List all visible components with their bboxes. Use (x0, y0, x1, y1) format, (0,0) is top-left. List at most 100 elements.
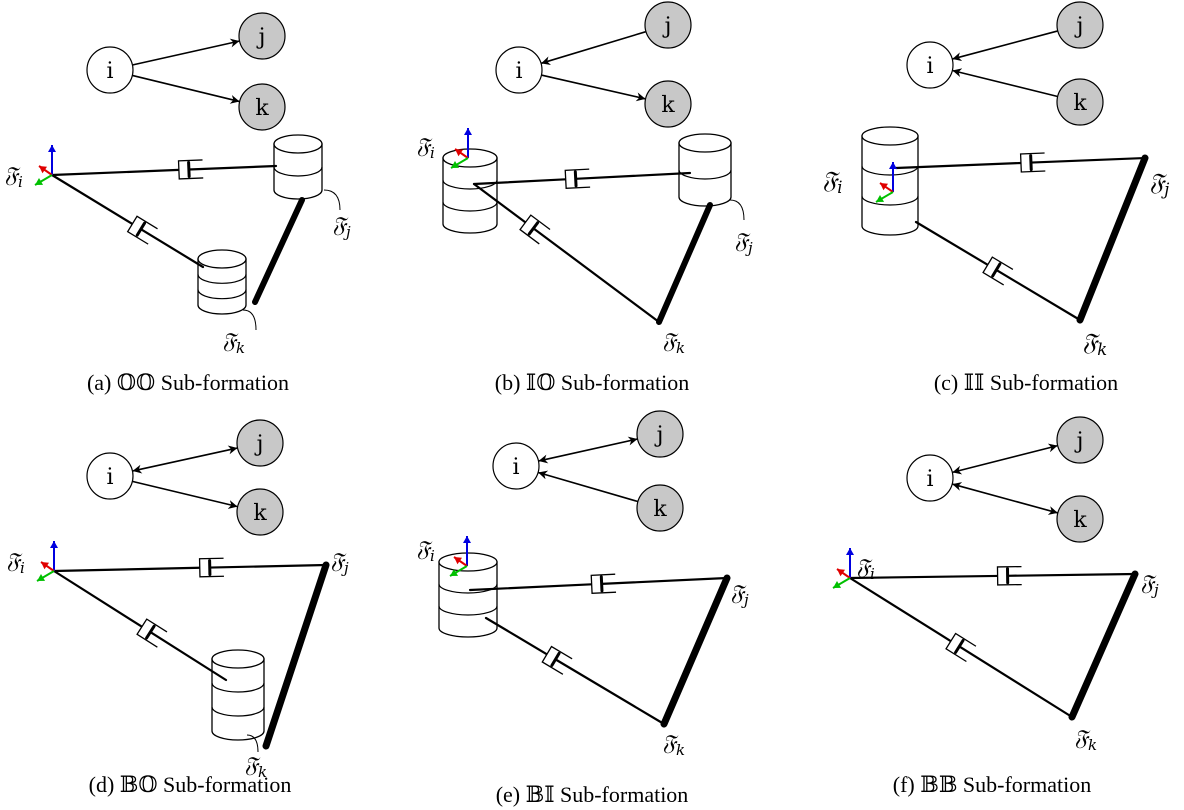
cylinder-k (211, 649, 265, 741)
damper-i-j-rod-b (1006, 572, 1137, 577)
damper-i-j-rod-a (50, 168, 180, 177)
edge-i-j (132, 445, 238, 474)
damper-i-j-rod-b (208, 563, 328, 569)
axis-y-arrow-head (37, 574, 46, 581)
node-k-label: k (1073, 508, 1087, 533)
node-k (1056, 495, 1104, 543)
axis-x-arrow-head (880, 183, 889, 191)
axis-z-arrow-head (464, 128, 472, 135)
damper-i-j-rod-a (52, 566, 201, 573)
damper-i-k-rod-b (554, 658, 666, 726)
axis-y-arrow-head (833, 581, 842, 588)
damper-i-j-rod-b (187, 164, 278, 171)
damper-i-k (52, 569, 228, 682)
rigid-link-j-k (1068, 570, 1139, 721)
cylinder-i-top (442, 148, 498, 168)
frame-i-axes (450, 128, 472, 169)
frame-i-axes (875, 162, 897, 203)
frame-j-label: 𝔉j (730, 581, 749, 609)
axis-z-arrow-head (463, 536, 471, 543)
node-j (636, 410, 684, 458)
damper-i-k-rod-b (139, 228, 205, 269)
node-j-label: j (254, 432, 264, 457)
cylinder-i-top (861, 126, 919, 146)
frame-k-label: 𝔉k (244, 753, 267, 781)
frame-i-label: 𝔉i (416, 537, 435, 565)
damper-i-k (848, 576, 1074, 719)
damper-i-k-rod-b (532, 227, 661, 324)
edge-i-j (538, 436, 638, 464)
rigid-link-j-k (660, 574, 731, 728)
node-k (636, 484, 684, 532)
damper-i-k-rod-a (472, 182, 527, 224)
node-j-label: j (654, 423, 664, 448)
cylinder-k-band (197, 274, 247, 284)
node-j-label: j (1074, 429, 1084, 454)
node-k (644, 80, 692, 128)
rigid-link-j-k (262, 561, 330, 750)
damper-i-k (484, 616, 666, 726)
node-i (86, 46, 134, 94)
edge-i-k (952, 482, 1058, 515)
node-i (86, 452, 134, 500)
node-i-label: i (106, 59, 113, 84)
node-j (1056, 1, 1104, 49)
damper-i-j-rod-a (894, 161, 1023, 170)
node-k (238, 83, 286, 131)
frame-i-label: 𝔉i (4, 163, 23, 191)
cylinder-j-top (678, 133, 732, 153)
edge-i-j (541, 31, 646, 66)
damper-i-k (472, 182, 661, 324)
node-i-label: i (512, 455, 519, 480)
cylinder-j (678, 133, 732, 207)
cylinder-k-band (211, 682, 265, 693)
edge-i-j (952, 443, 1058, 475)
cylinder-k-top (197, 249, 247, 269)
leader-k (242, 309, 257, 331)
node-k-label: k (661, 93, 675, 118)
edge-i-j (132, 38, 240, 66)
node-i-label: i (515, 59, 522, 84)
node-j-label: j (256, 25, 266, 50)
damper-i-k-rod-b (995, 268, 1082, 322)
axis-z-arrow-head (50, 541, 58, 548)
axis-y-arrow-head (35, 178, 44, 185)
damper-i-k-rod-a (52, 569, 144, 628)
node-k-label: k (653, 497, 667, 522)
node-i (492, 442, 540, 490)
axis-y-arrow-head (450, 569, 459, 576)
edge-i-j (952, 30, 1058, 62)
frame-i-axes (832, 548, 854, 589)
node-i-label: i (926, 54, 933, 79)
panel-caption: (b) 𝕀𝕆 Sub-formation (495, 370, 689, 395)
node-j (644, 1, 692, 49)
node-i (495, 46, 543, 94)
axis-x-arrow-head (41, 562, 50, 570)
cylinder-i-band (438, 583, 498, 594)
frame-j-label: 𝔉j (1140, 571, 1159, 599)
rigid-link-j-k (252, 197, 305, 305)
node-k-label: k (255, 96, 269, 121)
damper-i-j-rod-a (848, 574, 999, 580)
frame-i-axes (36, 541, 58, 582)
frame-k-label: 𝔉k (222, 329, 245, 357)
cylinder-i-band (438, 605, 498, 616)
damper-i-j-rod-b (574, 171, 692, 180)
cylinder-i-band (861, 165, 919, 176)
damper-i-k-rod-a (484, 616, 548, 656)
leader-k (246, 734, 259, 753)
damper-i-k-rod-a (848, 576, 952, 643)
cylinder-i-body (442, 157, 498, 234)
frame-j-label: 𝔉j (332, 213, 351, 241)
damper-i-j-rod-b (1029, 156, 1147, 164)
damper-i-k (914, 220, 1082, 322)
damper-i-k (50, 173, 205, 269)
cylinder-k-body (211, 658, 265, 741)
damper-i-j-rod-b (600, 576, 729, 585)
cylinder-i (442, 148, 498, 234)
damper-i-j (848, 565, 1137, 586)
